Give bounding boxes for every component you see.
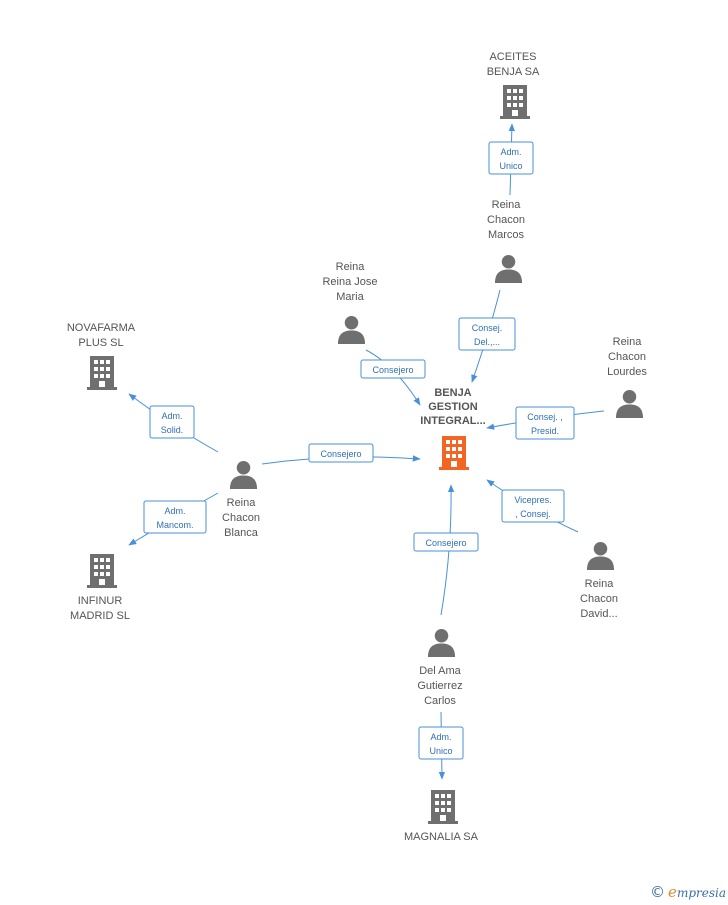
building-icon — [428, 790, 458, 824]
node-label-line: Reina — [585, 578, 615, 590]
brand-logo[interactable]: © empresia — [650, 883, 726, 901]
node-label-line: Reina — [492, 199, 522, 211]
node-label-line: Chacon — [487, 214, 525, 226]
edge-label-box: Consejero — [413, 532, 479, 552]
edge-josemaria-benja[interactable]: Consejero — [360, 349, 426, 406]
node-person-blanca[interactable]: Reina Chacon Blanca — [222, 460, 260, 539]
node-label-line: David... — [580, 608, 617, 620]
node-label-line: ACEITES — [489, 51, 536, 63]
node-label-line: Gutierrez — [417, 680, 462, 692]
person-icon — [494, 254, 523, 283]
brand-name-rest: mpresia — [676, 886, 726, 900]
edge-label-box: Adm. Unico — [488, 141, 534, 175]
node-label-line: BENJA SA — [487, 66, 540, 78]
node-company-infinur[interactable]: INFINUR MADRID SL — [70, 554, 130, 622]
edge-label-line: Adm. — [161, 411, 182, 421]
node-label-line: Carlos — [424, 695, 456, 707]
edge-label-line: Unico — [499, 161, 522, 171]
edge-label-box: Consej. Del.,... — [458, 317, 516, 351]
edge-carlos-magnalia[interactable]: Adm. Unico — [418, 711, 464, 780]
edge-label-line: Adm. — [500, 147, 521, 157]
edge-blanca-infinur[interactable]: Adm. Mancom. — [128, 492, 219, 546]
edge-label-line: Adm. — [164, 506, 185, 516]
edge-label-line: Consejero — [425, 538, 466, 548]
person-icon — [615, 389, 644, 418]
node-label-line: GESTION — [428, 401, 478, 413]
node-label-line: Chacon — [608, 351, 646, 363]
edge-blanca-benja[interactable]: Consejero — [261, 443, 421, 465]
node-company-magnalia[interactable]: MAGNALIA SA — [404, 790, 479, 843]
person-icon — [427, 628, 456, 657]
edge-label-line: Consej. , — [527, 412, 563, 422]
edge-lourdes-benja[interactable]: Consej. , Presid. — [486, 406, 605, 440]
node-person-josemaria[interactable]: Reina Reina Jose Maria — [322, 261, 378, 344]
node-label-line: MAGNALIA SA — [404, 831, 479, 843]
edge-label-box: Consejero — [308, 443, 374, 463]
edge-label-line: Del.,... — [474, 337, 500, 347]
person-icon — [229, 460, 258, 489]
edge-label-line: Solid. — [161, 425, 184, 435]
brand-initial: e — [668, 883, 677, 901]
edge-label-line: Mancom. — [156, 520, 193, 530]
brand-name: empresia — [668, 883, 726, 901]
edge-marcos-aceites[interactable]: Adm. Unico — [488, 123, 534, 196]
edge-label-line: , Consej. — [515, 509, 551, 519]
edge-david-benja[interactable]: Vicepres. , Consej. — [486, 479, 579, 533]
edge-label-line: Vicepres. — [514, 495, 551, 505]
node-person-david[interactable]: Reina Chacon David... — [580, 541, 618, 620]
node-label-line: MADRID SL — [70, 610, 130, 622]
node-person-marcos[interactable]: Reina Chacon Marcos — [487, 199, 525, 283]
node-label-line: Chacon — [222, 512, 260, 524]
node-label-line: Chacon — [580, 593, 618, 605]
edge-label-box: Consejero — [360, 359, 426, 379]
node-label-line: Marcos — [488, 229, 525, 241]
edge-label-box: Vicepres. , Consej. — [501, 489, 565, 523]
edge-label-box: Adm. Solid. — [149, 405, 195, 439]
node-label-line: INTEGRAL... — [420, 415, 485, 427]
node-label-line: NOVAFARMA — [67, 322, 136, 334]
node-label-line: Maria — [336, 291, 364, 303]
copyright-icon: © — [650, 883, 666, 901]
edge-label-line: Unico — [429, 746, 452, 756]
edge-blanca-novafarma[interactable]: Adm. Solid. — [128, 393, 219, 453]
node-company-novafarma[interactable]: NOVAFARMA PLUS SL — [67, 322, 136, 390]
edge-marcos-benja[interactable]: Consej. Del.,... — [458, 289, 516, 383]
node-label-line: PLUS SL — [78, 337, 123, 349]
edge-carlos-benja[interactable]: Consejero — [413, 484, 479, 616]
edge-label-line: Presid. — [531, 426, 559, 436]
node-label-line: Reina — [336, 261, 366, 273]
building-icon — [87, 356, 117, 390]
node-label-line: Reina — [613, 336, 643, 348]
person-icon — [337, 315, 366, 344]
edge-label-box: Consej. , Presid. — [515, 406, 575, 440]
edge-label-line: Consej. — [472, 323, 503, 333]
edge-label-line: Consejero — [320, 449, 361, 459]
person-icon — [586, 541, 615, 570]
edge-label-box: Adm. Unico — [418, 726, 464, 760]
building-icon — [439, 436, 469, 470]
node-label-line: Del Ama — [419, 665, 461, 677]
node-label-line: Blanca — [224, 527, 259, 539]
node-label-line: Lourdes — [607, 366, 647, 378]
edge-label-line: Consejero — [372, 365, 413, 375]
edge-label-box: Adm. Mancom. — [143, 500, 207, 534]
node-main-company-benja[interactable]: BENJA GESTION INTEGRAL... — [420, 387, 486, 470]
node-label-line: INFINUR — [78, 595, 123, 607]
node-company-aceites[interactable]: ACEITES BENJA SA — [487, 51, 540, 119]
node-person-carlos[interactable]: Del Ama Gutierrez Carlos — [417, 628, 463, 707]
node-person-lourdes[interactable]: Reina Chacon Lourdes — [607, 336, 647, 418]
edge-label-line: Adm. — [430, 732, 451, 742]
node-label-line: Reina Jose — [322, 276, 377, 288]
building-icon — [87, 554, 117, 588]
node-label-line: BENJA — [434, 387, 471, 399]
node-label-line: Reina — [227, 497, 257, 509]
building-icon — [500, 85, 530, 119]
